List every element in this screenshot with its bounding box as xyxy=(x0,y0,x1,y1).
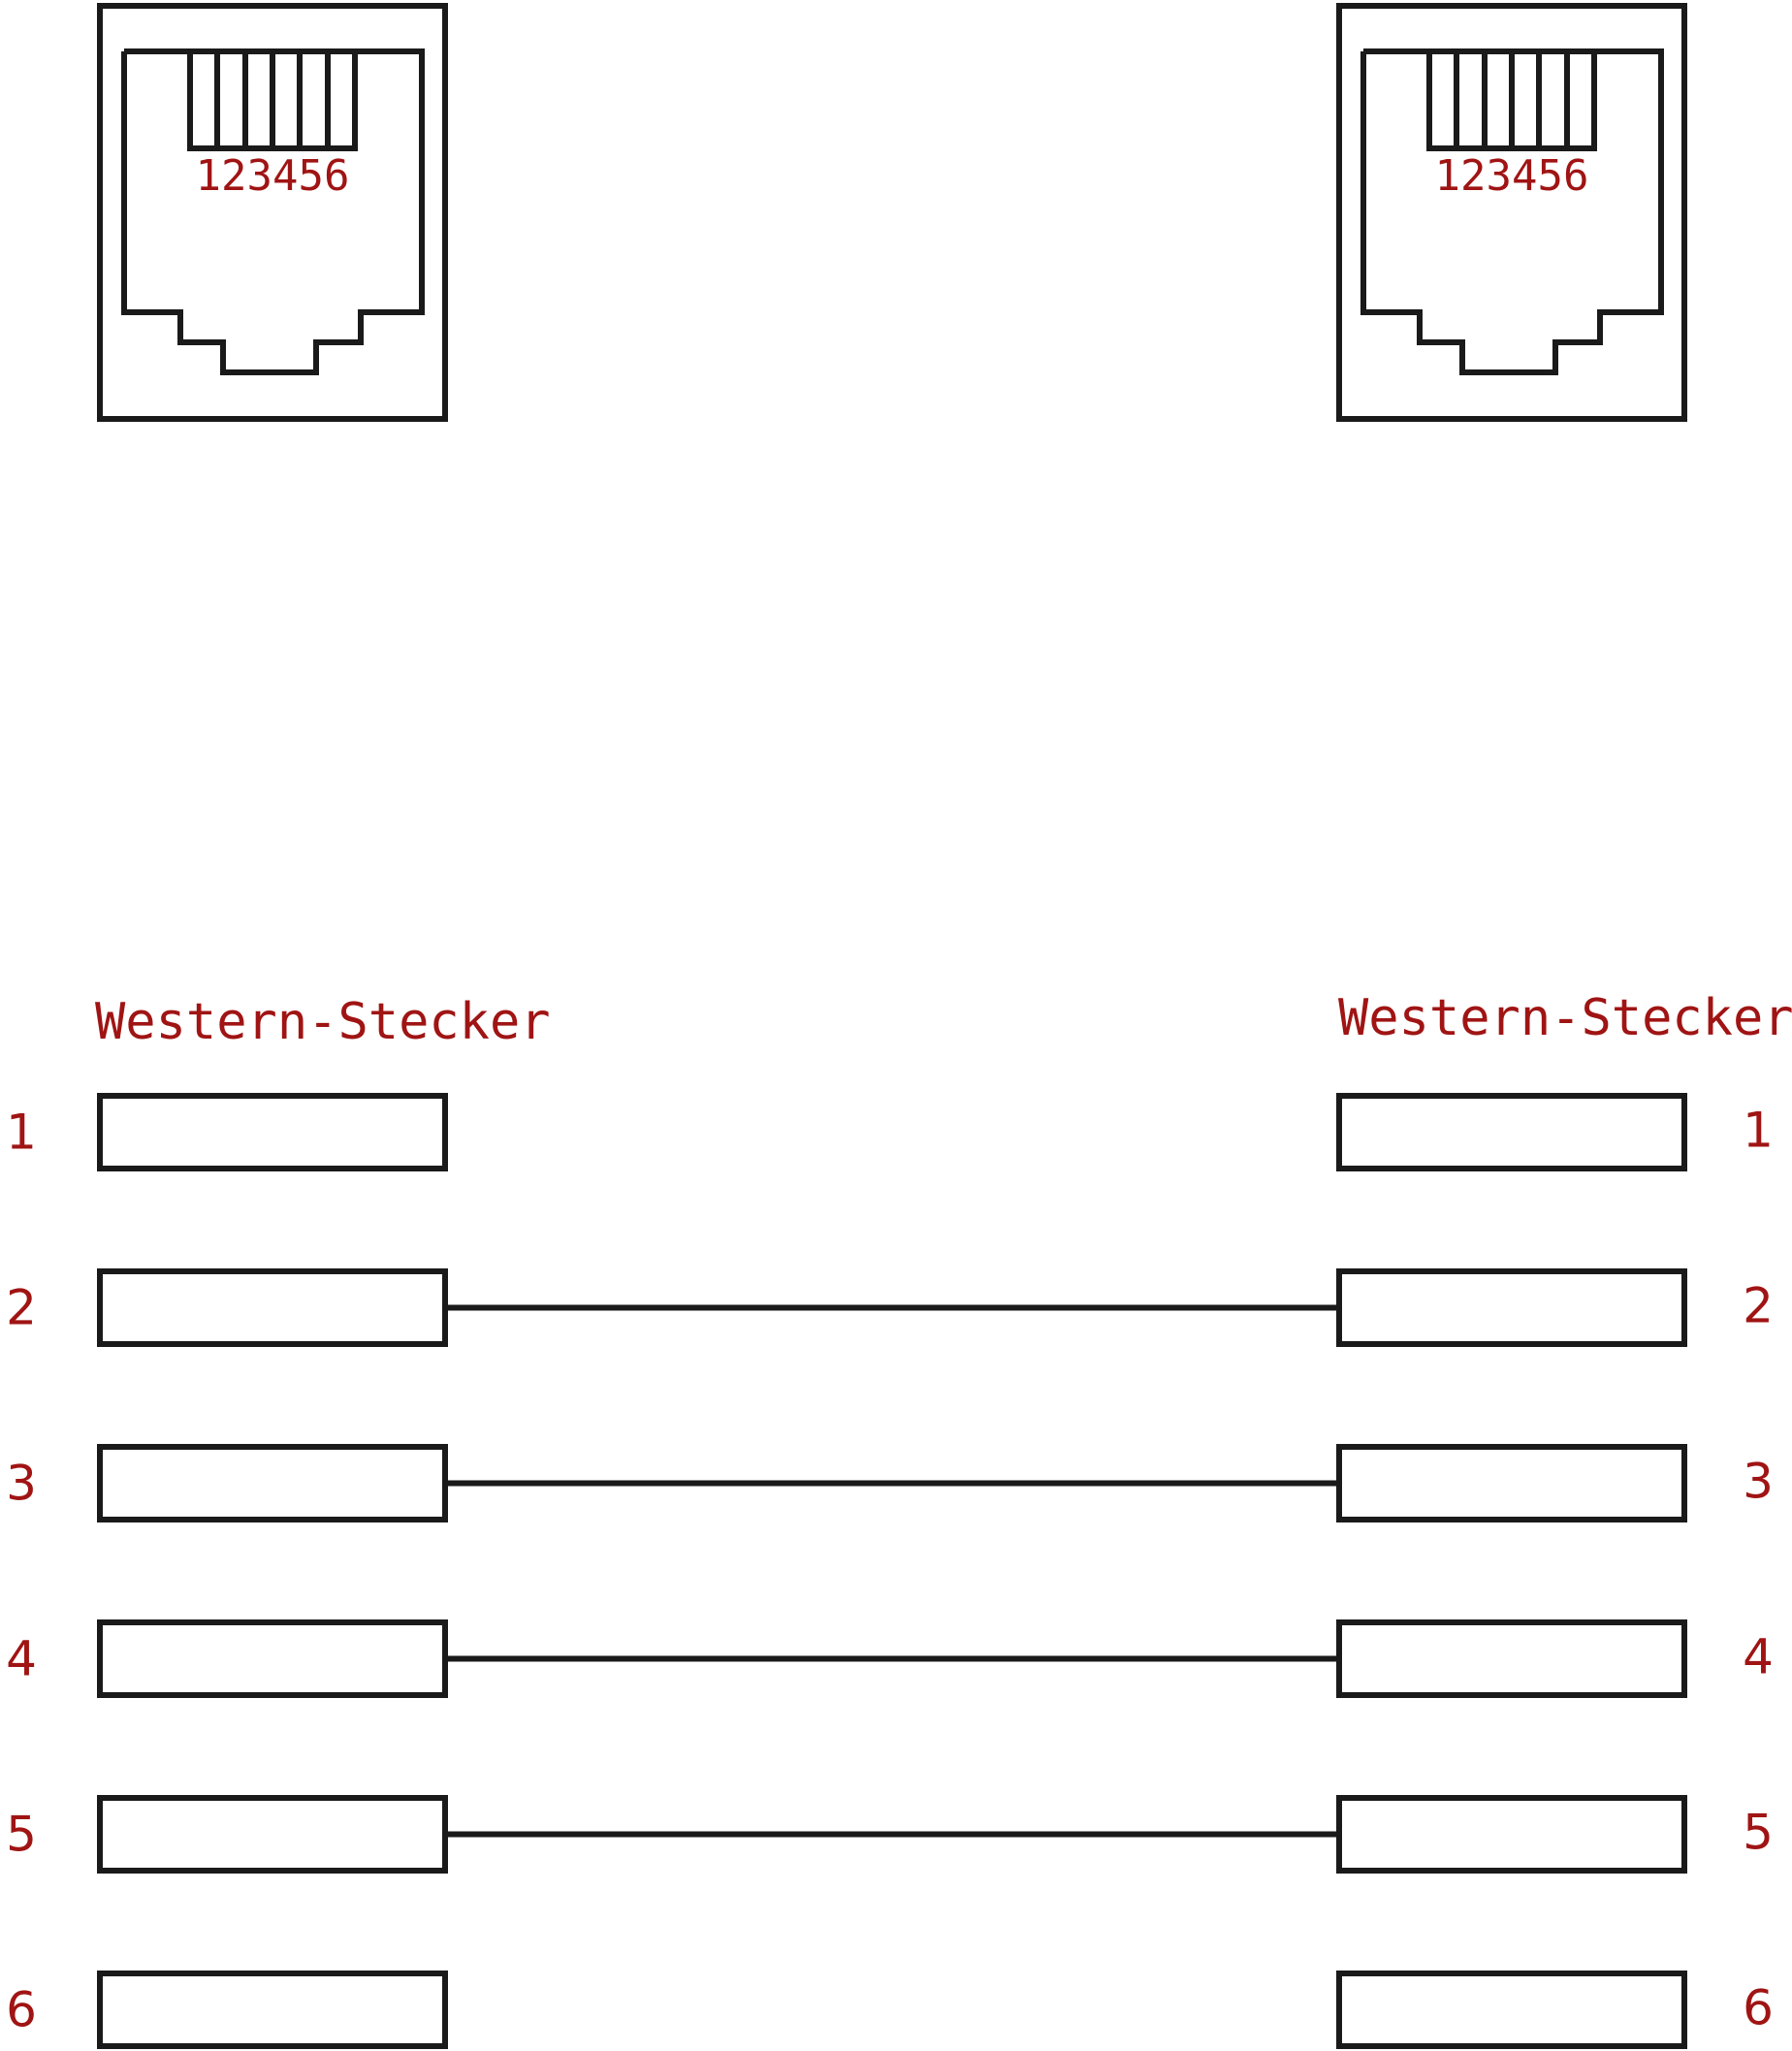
right-socket-opening xyxy=(1360,48,1664,375)
left-pin-box-2 xyxy=(97,1268,448,1347)
left-pin-number-4: 4 xyxy=(6,1631,37,1687)
left-pin-box-3 xyxy=(97,1444,448,1522)
left-plug-title: Western-Stecker xyxy=(95,993,551,1051)
right-socket-frame xyxy=(1336,3,1687,422)
left-socket: 123456 xyxy=(97,3,448,422)
right-pin-number-2: 2 xyxy=(1743,1278,1774,1334)
right-socket: 123456 xyxy=(1336,3,1687,422)
right-socket-contacts xyxy=(1426,51,1597,151)
left-pin-number-3: 3 xyxy=(6,1456,37,1512)
right-pin-box-3 xyxy=(1336,1444,1687,1522)
right-pin-number-1: 1 xyxy=(1743,1103,1774,1159)
left-pin-box-5 xyxy=(97,1795,448,1874)
left-pin-number-6: 6 xyxy=(6,1982,37,2038)
right-pin-number-5: 5 xyxy=(1743,1805,1774,1861)
left-pin-number-5: 5 xyxy=(6,1807,37,1863)
right-pin-box-4 xyxy=(1336,1619,1687,1698)
right-pin-number-3: 3 xyxy=(1743,1454,1774,1510)
left-pin-number-1: 1 xyxy=(6,1105,37,1161)
left-socket-pin-numbers: 123456 xyxy=(196,151,350,201)
right-socket-pin-numbers: 123456 xyxy=(1435,151,1589,201)
right-pin-box-6 xyxy=(1336,1971,1687,2049)
right-plug-title: Western-Stecker xyxy=(1338,989,1792,1047)
left-socket-frame xyxy=(97,3,448,422)
left-socket-opening xyxy=(121,48,425,375)
right-pin-number-6: 6 xyxy=(1743,1980,1774,2036)
right-pin-number-4: 4 xyxy=(1743,1629,1774,1685)
right-pin-box-2 xyxy=(1336,1268,1687,1347)
right-pin-box-5 xyxy=(1336,1795,1687,1874)
left-socket-contacts xyxy=(187,51,358,151)
left-pin-box-6 xyxy=(97,1971,448,2049)
left-pin-number-2: 2 xyxy=(6,1280,37,1336)
left-pin-box-1 xyxy=(97,1093,448,1171)
right-pin-box-1 xyxy=(1336,1093,1687,1171)
left-pin-box-4 xyxy=(97,1619,448,1698)
